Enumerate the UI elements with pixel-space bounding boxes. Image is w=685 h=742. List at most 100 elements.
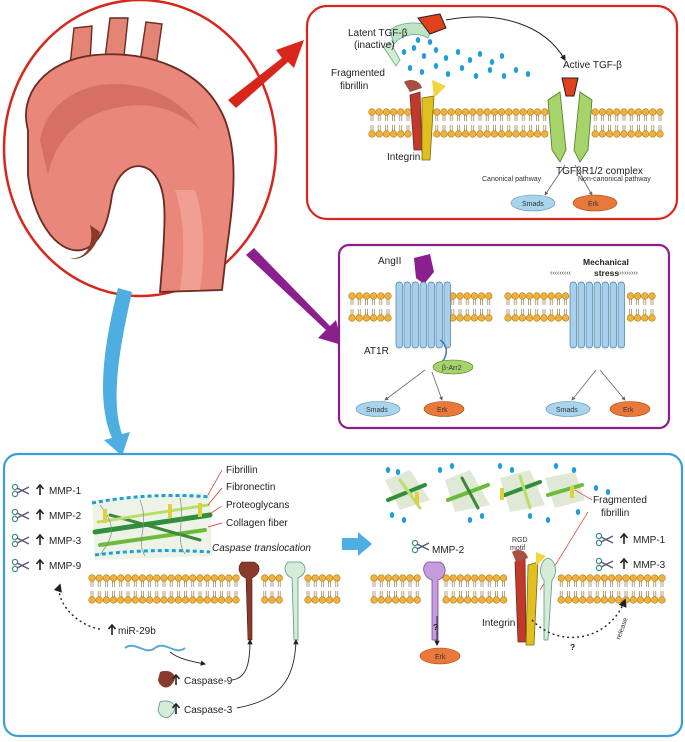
at1r-helix: [617, 281, 625, 349]
mmp-label: MMP-3: [633, 560, 666, 571]
fibrillin-fragment-dot: [443, 55, 449, 61]
erk-label: Erk: [588, 201, 599, 208]
fibrillin-fragment-dot: [433, 47, 439, 53]
mir-strand: [124, 644, 186, 652]
latent-tgf-complex: [383, 13, 447, 67]
mmp-label: MMP-9: [49, 561, 82, 572]
fibrillin-fragment-dot: [449, 463, 455, 469]
angii-label: AngII: [378, 256, 401, 267]
at1r-label: AT1R: [364, 346, 389, 357]
fibrillin-fragment-dot: [525, 71, 531, 77]
caspase3-label: Caspase-3: [184, 705, 233, 716]
at1r-helix: [585, 281, 593, 349]
latent-tgf-label: Latent TGF-β: [348, 28, 408, 39]
fibrillin-fragment-dot: [545, 517, 551, 523]
fibrillin-fragment-dot: [489, 59, 495, 65]
fibrillin-fragment-dot: [497, 463, 503, 469]
mmp-label: MMP-3: [49, 536, 82, 547]
fibrillin-fragment-dot: [459, 65, 465, 71]
fibrillin-label: fibrillin: [340, 81, 368, 92]
mir-label: miR-29b: [118, 626, 156, 637]
at1r-helix: [435, 281, 443, 349]
motif-label: motif: [510, 545, 525, 552]
fibrillin-fragment-dot: [477, 51, 483, 57]
caspase9-label: Caspase-9: [184, 676, 233, 687]
erk-oval: [572, 194, 618, 212]
canonical-label: Canonical pathway: [482, 176, 542, 183]
mmp2-right-label: MMP-2: [432, 545, 465, 556]
fibrillin-fragment-dot: [575, 509, 581, 515]
rgd-label: RGD: [512, 537, 528, 544]
mmp-label: MMP-1: [633, 535, 666, 546]
fibrillin-fragment-dot: [415, 37, 421, 43]
ecm-fragmented-right: [385, 470, 585, 512]
at1r-helix: [609, 281, 617, 349]
red-arrow: [228, 40, 304, 108]
ecm-label-proteoglycans: Proteoglycans: [226, 500, 289, 511]
fibrillin-fragment-dot: [513, 67, 519, 73]
mmp2-protein: [423, 561, 446, 641]
fibrillin-fragment-dot: [553, 463, 559, 469]
mmp-label: MMP-1: [49, 486, 82, 497]
caspase-translocation-label: Caspase translocation: [212, 543, 311, 554]
beta-arrestin: [432, 359, 474, 375]
fibrillin-fragment-dot: [487, 67, 493, 73]
fibrillin-fragment-dot: [407, 65, 413, 71]
fibrillin-fragment-dot: [571, 467, 577, 473]
integrin-right-beta: [525, 561, 539, 646]
fibrillin-fragment-dot: [527, 513, 533, 519]
fibrillin-fragment-dot: [411, 45, 417, 51]
mmp-label: MMP-2: [49, 511, 82, 522]
at1r-helix: [577, 281, 585, 349]
latent-inactive-label: (inactive): [354, 40, 395, 51]
aorta-illustration: [2, 0, 278, 298]
smads-label: Smads: [522, 201, 544, 208]
noncanonical-label: Non-canonical pathway: [578, 176, 651, 183]
fragmented-label: Fragmented: [331, 68, 385, 79]
angii-panel: ‹‹‹‹‹‹‹‹‹ ››››››››› AngII AT1R β-Arr2 Me…: [337, 243, 671, 430]
fibrillin-fragment-dot: [395, 469, 401, 475]
tgf-receptor-complex: [547, 77, 593, 163]
erk-oval-right: [419, 647, 461, 665]
at1r-helix: [427, 281, 435, 349]
erk-left-label: Erk: [437, 407, 448, 414]
ecm-label-collagen: Collagen fiber: [226, 518, 288, 529]
at1r-helix: [403, 281, 411, 349]
stress-right-arrows: ›››››››››: [617, 270, 639, 277]
at1r-helix: [411, 281, 419, 349]
transition-arrow: [342, 532, 372, 556]
fibrillin-fragment-dot: [385, 467, 391, 473]
fibrillin-right-label: fibrillin: [601, 508, 629, 519]
ecm-mesh-left: [91, 492, 213, 560]
smads-right-label: Smads: [556, 407, 578, 414]
mechanical-label: Mechanical: [583, 257, 629, 267]
question-mmp2: ?: [433, 622, 438, 632]
at1r-receptor-right: [569, 281, 625, 349]
at1r-helix: [395, 281, 403, 349]
fibrillin-fragment-dot: [427, 39, 433, 45]
fibrillin-fragment-dot: [455, 49, 461, 55]
at1r-helix: [601, 281, 609, 349]
integrin: [404, 80, 446, 161]
tgf-panel: Latent TGF-β (inactive) Fragmented fibri…: [305, 4, 679, 221]
fragmented-right-label: Fragmented: [593, 495, 647, 506]
at1r-helix: [419, 281, 427, 349]
at1r-helix: [443, 281, 451, 349]
fibrillin-fragment-dot: [445, 71, 451, 77]
fibrillin-fragment-dot: [501, 73, 507, 79]
ecm-label-fibronectin: Fibronectin: [226, 482, 275, 493]
caspase3-shape: [157, 700, 176, 718]
fibrillin-fragment-bound: [540, 557, 556, 641]
fibrillin-fragment-dot: [421, 53, 427, 59]
fibrillin-fragment-dot: [401, 49, 407, 55]
receptor-label: TGFβR1/2 complex: [556, 166, 643, 177]
blue-arrow: [102, 288, 132, 456]
fibrillin-fragment-dot: [401, 517, 407, 523]
purple-arrow: [246, 248, 342, 345]
fibrillin-fragment-dot: [467, 517, 473, 523]
fibrillin-fragment-dot: [433, 63, 439, 69]
angii-ligand: [414, 254, 434, 284]
stress-label: stress: [594, 268, 619, 278]
at1r-helix: [569, 281, 577, 349]
